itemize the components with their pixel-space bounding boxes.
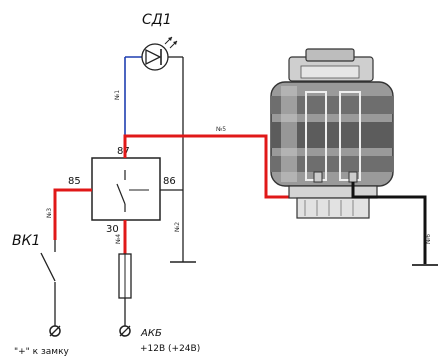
pin-87-label: 87 — [117, 146, 130, 157]
wire-label-4: №4 — [115, 234, 122, 244]
motor-band-3 — [271, 156, 393, 172]
switch-lever — [40, 252, 56, 282]
led-sd1: СД1 — [125, 12, 183, 71]
motor-terminal-positive — [313, 171, 323, 183]
light-ray-1-arrow — [168, 37, 172, 41]
led-label: СД1 — [142, 12, 172, 28]
motor-unit — [270, 48, 394, 219]
relay-box — [91, 157, 161, 221]
wire-85-to-switch — [53, 188, 92, 240]
motor-base — [296, 197, 370, 219]
switch-vk1: ВК1 — [12, 233, 56, 326]
battery-voltage: +12В (+24В) — [140, 344, 200, 354]
wire-label-1: №1 — [114, 90, 121, 100]
motor-top-bracket — [305, 48, 355, 62]
wire-label-3: №3 — [46, 208, 53, 218]
ignition-terminal: "+" к замку — [14, 325, 70, 357]
pin-30-label: 30 — [106, 224, 119, 235]
ignition-label: "+" к замку — [14, 347, 70, 357]
terminal-slash-ignition — [49, 325, 61, 337]
battery-terminal: АКБ +12В (+24В) — [119, 325, 200, 354]
wire-label-6: №6 — [425, 234, 432, 244]
relay-switch-arm — [116, 183, 126, 205]
light-ray-2-arrow — [173, 41, 177, 45]
diode-triangle — [145, 48, 162, 66]
pin-85-label: 85 — [68, 176, 81, 187]
motor-terminal-ground — [348, 171, 358, 183]
battery-label: АКБ — [140, 328, 162, 339]
wire-label-2: №2 — [174, 222, 181, 232]
pin-86-label: 86 — [163, 176, 176, 187]
terminal-slash-battery — [119, 325, 131, 337]
wire-label-5: №5 — [216, 126, 226, 133]
wire-motor-ground — [351, 182, 427, 264]
switch-label: ВК1 — [12, 233, 40, 249]
motor-highlight — [281, 86, 297, 182]
motor-top-window — [300, 65, 360, 79]
relay: 87 85 86 30 — [68, 146, 176, 235]
motor-band-1 — [271, 96, 393, 114]
